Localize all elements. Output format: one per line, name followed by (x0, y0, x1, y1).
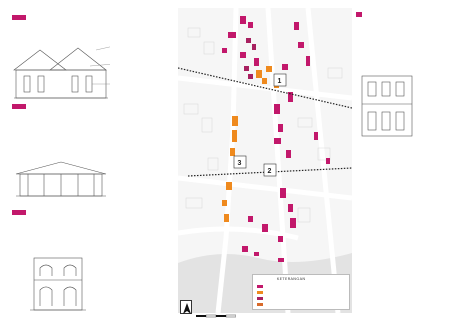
highlighted-building (274, 138, 281, 144)
highlighted-building (252, 44, 256, 50)
buildings-type3-group (244, 38, 256, 79)
guideline-item (356, 207, 464, 216)
highlighted-building (286, 150, 291, 158)
highlighted-building (306, 56, 310, 66)
zone-label-3: 3 (233, 155, 247, 169)
highlighted-building (224, 214, 229, 222)
highlighted-building (244, 66, 249, 71)
highlighted-building (282, 64, 288, 70)
highlighted-building (254, 58, 259, 66)
right-top-sketch (361, 75, 413, 137)
legend-item (257, 302, 349, 307)
highlighted-building (246, 38, 251, 43)
svg-text:1: 1 (278, 78, 282, 85)
highlighted-building (274, 104, 280, 114)
north-arrow-icon (180, 300, 192, 314)
guideline-item (356, 218, 464, 231)
section3-heading (30, 212, 176, 232)
legend-item (257, 284, 349, 289)
highlighted-building (240, 52, 246, 58)
highlighted-building (240, 16, 246, 24)
highlighted-building (278, 236, 283, 242)
highlighted-building (248, 22, 253, 28)
type4-swatch (356, 12, 362, 17)
highlighted-building (256, 70, 262, 78)
highlighted-building (226, 182, 232, 190)
guideline-item (356, 192, 464, 205)
legend-item (257, 290, 349, 295)
highlighted-building (232, 130, 237, 142)
highlighted-building (230, 148, 235, 156)
legend-item (257, 296, 349, 301)
highlighted-building (242, 246, 248, 252)
building-outlines (183, 27, 343, 223)
zone-label-2: 2 (263, 163, 277, 177)
highlighted-building (262, 78, 267, 84)
guideline-item (356, 233, 464, 242)
highlighted-building (288, 92, 293, 102)
highlighted-building (248, 216, 253, 222)
buildings-type1-group (222, 16, 330, 262)
legend-swatch (257, 302, 263, 306)
type2-swatch (12, 104, 26, 109)
scale-bar (196, 304, 237, 318)
section2-sketch (15, 161, 107, 197)
map-canvas: 1 2 3 (178, 8, 352, 313)
right-top-heading (364, 14, 464, 44)
highlighted-building (298, 42, 304, 48)
legend-title: KETERANGAN (277, 277, 306, 281)
highlighted-building (288, 204, 293, 212)
section2-heading (12, 112, 174, 136)
legend-swatch (257, 284, 263, 288)
highlighted-building (254, 252, 259, 256)
highlighted-building (294, 22, 299, 30)
legend-swatch (257, 296, 263, 300)
type3-swatch (12, 210, 26, 215)
highlighted-building (222, 200, 227, 206)
highlighted-building (278, 124, 283, 132)
type1-swatch (12, 15, 26, 20)
highlighted-building (290, 218, 296, 228)
map-legend: KETERANGAN (252, 274, 350, 310)
svg-text:3: 3 (238, 160, 242, 167)
highlighted-building (278, 258, 284, 262)
buildings-type2-group (222, 66, 279, 222)
highlighted-building (228, 32, 236, 38)
section3-sketch (30, 257, 86, 311)
highlighted-building (280, 188, 286, 198)
highlighted-building (248, 74, 253, 79)
legend-swatch (257, 290, 263, 294)
guideline-item (356, 244, 464, 257)
section1-heading (30, 14, 176, 39)
highlighted-building (266, 66, 272, 72)
highlighted-building (222, 48, 227, 53)
svg-text:2: 2 (268, 168, 272, 175)
site-map: 1 2 3 KETERANGAN (178, 8, 352, 313)
highlighted-building (262, 224, 268, 232)
zone-label-1: 1 (273, 73, 287, 87)
highlighted-building (326, 158, 330, 164)
highlighted-building (314, 132, 318, 140)
section1-sketch (13, 46, 110, 99)
highlighted-building (232, 116, 238, 126)
